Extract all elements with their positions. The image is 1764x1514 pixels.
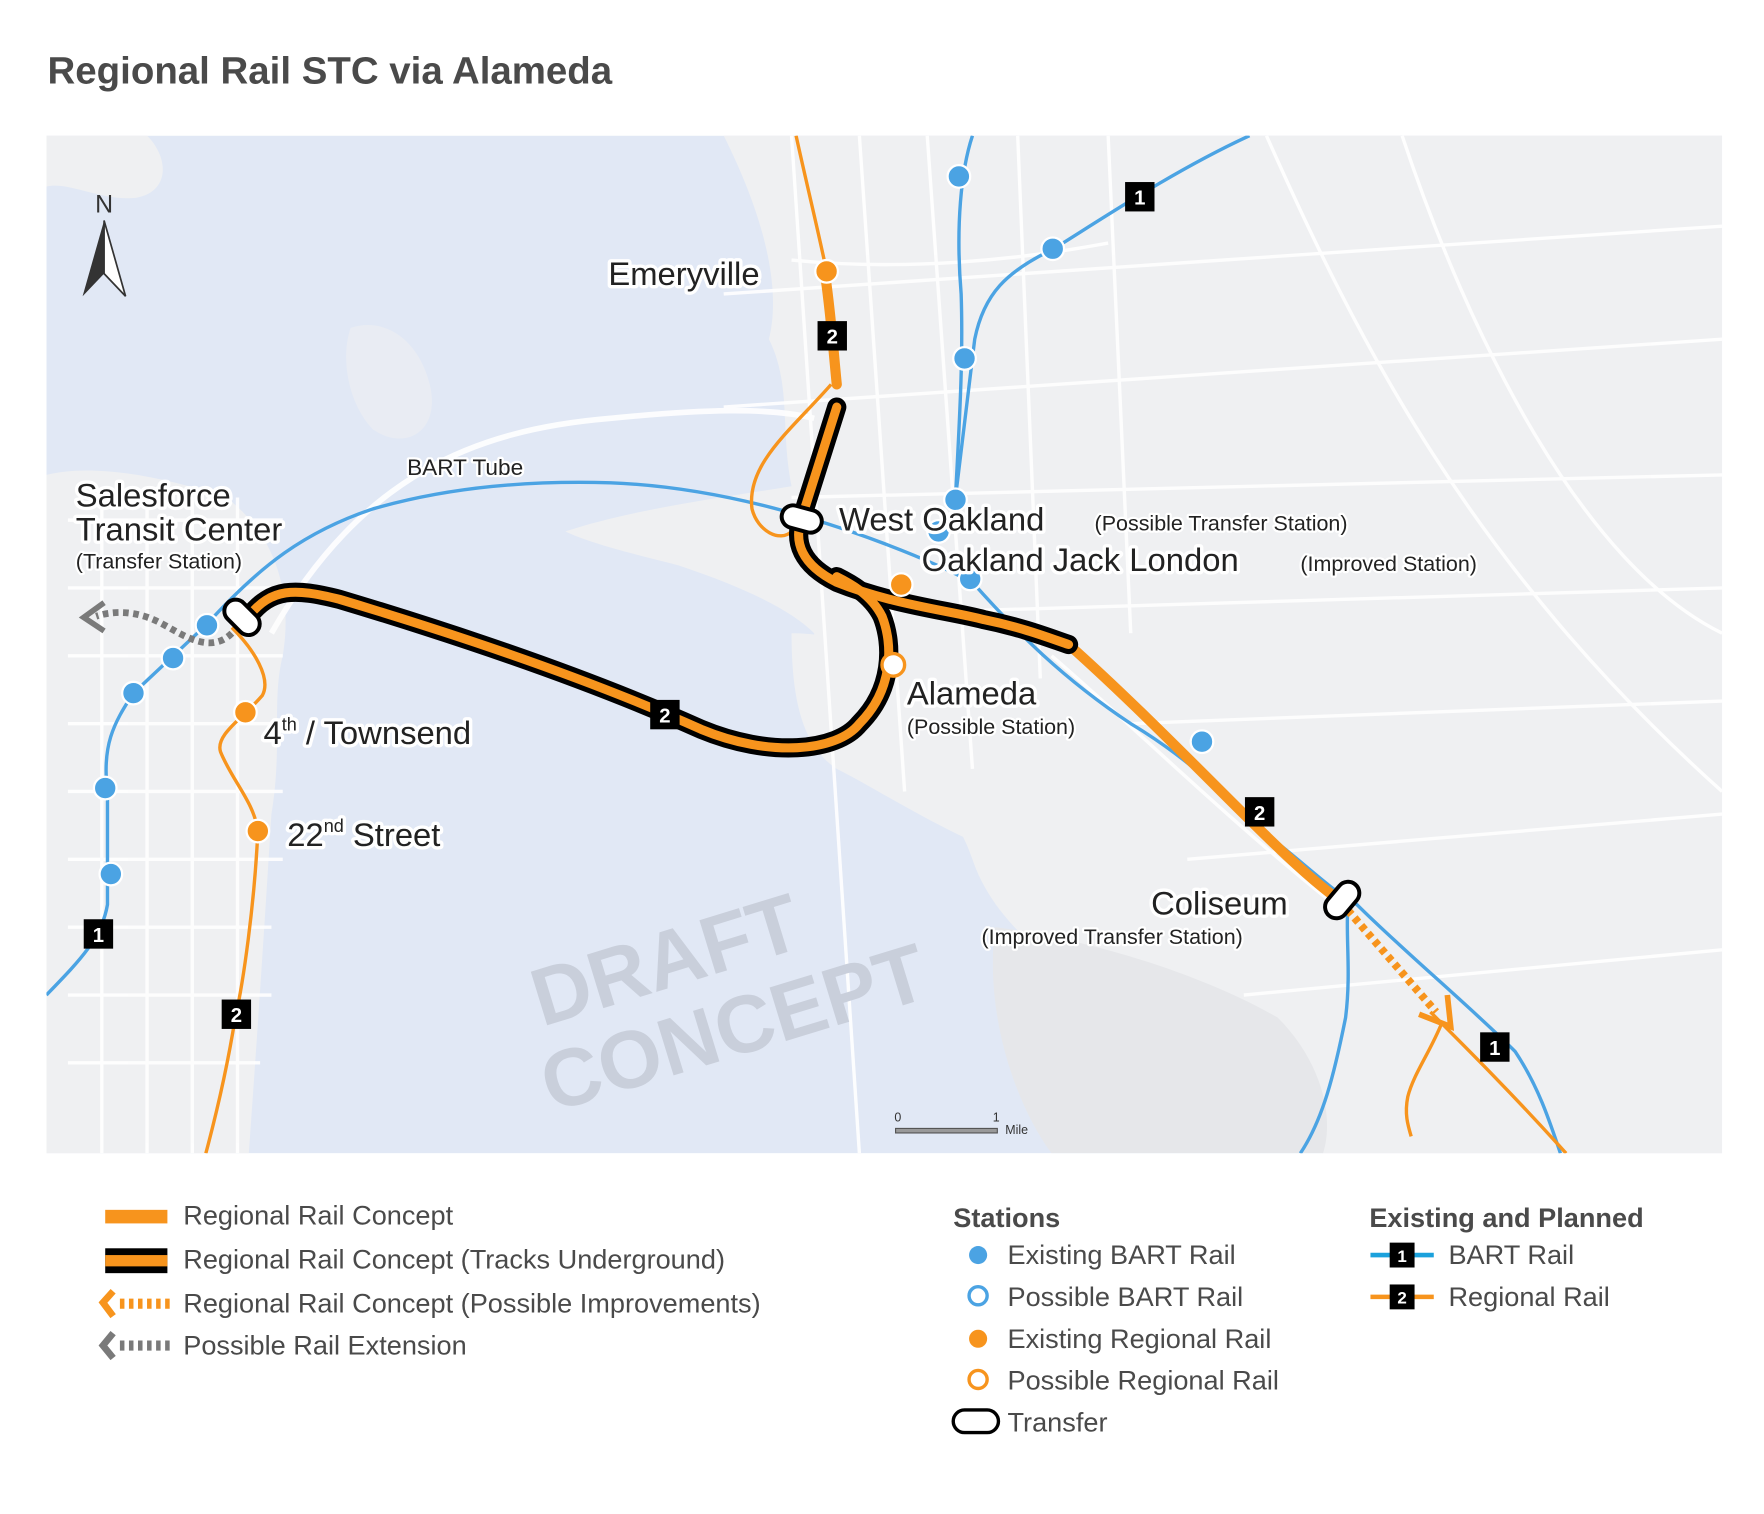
svg-text:Regional Rail Concept (Possibl: Regional Rail Concept (Possible Improvem… [183, 1288, 760, 1319]
legend-item-regional-rail: Regional Rail Concept [105, 1200, 454, 1231]
svg-text:Possible Regional Rail: Possible Regional Rail [1008, 1365, 1279, 1396]
svg-text:2: 2 [1254, 803, 1265, 825]
legend-item-rail-extension: Possible Rail Extension [98, 1330, 467, 1361]
regional-stations [232, 258, 914, 844]
sf-land [46, 470, 286, 1154]
label-bart-tube: BART Tube [407, 455, 523, 480]
label-west-oakland-note: (Possible Transfer Station) [1095, 511, 1348, 535]
route-badges: 1 1 1 2 2 2 2 [83, 182, 1510, 1062]
legend-stations-heading: Stations [953, 1202, 1060, 1233]
svg-text:Regional Rail: Regional Rail [1448, 1281, 1609, 1312]
svg-text:Possible Rail Extension: Possible Rail Extension [183, 1330, 466, 1361]
label-salesforce-2: Transit Center [76, 510, 283, 547]
label-emeryville: Emeryville [608, 255, 759, 292]
label-4th-townsend: 4th / Townsend [264, 714, 472, 751]
scale-bar: 0 1 Mile [894, 1111, 1028, 1137]
svg-text:1: 1 [1134, 188, 1145, 210]
alameda-possible-station [880, 651, 907, 678]
label-salesforce-1: Salesforce [76, 477, 231, 514]
svg-text:Existing Regional Rail: Existing Regional Rail [1008, 1323, 1272, 1354]
east-bay-land [565, 135, 1723, 1154]
svg-text:2: 2 [827, 327, 838, 349]
legend-item-bart: 1 BART Rail [1370, 1239, 1574, 1270]
transfer-markers [222, 503, 1362, 921]
legend-item-possible-improvements: Regional Rail Concept (Possible Improvem… [98, 1288, 761, 1319]
label-salesforce-note: (Transfer Station) [76, 550, 242, 574]
svg-text:2: 2 [1397, 1289, 1406, 1308]
regional-rail-underground [239, 397, 1079, 758]
legend-existing-planned-heading: Existing and Planned [1369, 1202, 1643, 1233]
marin-land [46, 135, 163, 199]
svg-text:Transfer: Transfer [1008, 1406, 1108, 1437]
svg-text:1: 1 [93, 925, 104, 947]
svg-text:BART Rail: BART Rail [1448, 1239, 1574, 1270]
possible-improvements-line [1344, 907, 1455, 1032]
svg-text:Mile: Mile [1005, 1123, 1028, 1137]
svg-text:1: 1 [1397, 1247, 1406, 1266]
svg-text:2: 2 [659, 706, 670, 728]
label-jack-london-note: (Improved Station) [1300, 552, 1477, 576]
legend-stations: Stations Existing BART Rail Possible BAR… [951, 1202, 1279, 1437]
svg-text:1: 1 [993, 1111, 1000, 1125]
arrow-head-icon [78, 600, 106, 634]
north-arrow-icon: N [82, 191, 127, 297]
label-west-oakland: West Oakland [839, 500, 1044, 537]
svg-text:2: 2 [231, 1005, 242, 1027]
page-title: Regional Rail STC via Alameda [48, 50, 613, 93]
airport-land [992, 927, 1328, 1154]
label-alameda: Alameda [907, 674, 1037, 711]
svg-text:Existing BART Rail: Existing BART Rail [1008, 1239, 1236, 1270]
svg-text:0: 0 [894, 1111, 901, 1125]
map-area: 1 1 1 2 2 2 2 DRAFT CONCEPT N [46, 135, 1723, 1154]
svg-text:Regional Rail Concept (Tracks: Regional Rail Concept (Tracks Undergroun… [183, 1244, 725, 1275]
label-coliseum-note: (Improved Transfer Station) [982, 925, 1243, 949]
svg-text:N: N [95, 191, 113, 219]
svg-text:Regional Rail Concept: Regional Rail Concept [183, 1200, 453, 1231]
label-coliseum: Coliseum [1151, 885, 1288, 922]
bart-stations [92, 163, 1215, 887]
legend-existing-planned: Existing and Planned 1 BART Rail 2 Regio… [1369, 1202, 1643, 1312]
label-alameda-note: (Possible Station) [907, 715, 1075, 739]
arrow-head-icon [1418, 994, 1455, 1032]
legend-item-underground: Regional Rail Concept (Tracks Undergroun… [105, 1244, 725, 1275]
legend-lines: Regional Rail Concept Regional Rail Conc… [98, 1200, 761, 1361]
treasure-island [346, 325, 432, 439]
svg-text:1: 1 [1489, 1038, 1500, 1060]
legend-item-regional: 2 Regional Rail [1370, 1281, 1610, 1312]
label-22nd-street: 22nd Street [287, 816, 440, 853]
possible-rail-extension [78, 600, 235, 647]
label-jack-london: Oakland Jack London [922, 541, 1239, 578]
map-labels: BART Tube Salesforce Transit Center (Tra… [72, 252, 1479, 952]
svg-text:Possible BART Rail: Possible BART Rail [1008, 1281, 1244, 1312]
